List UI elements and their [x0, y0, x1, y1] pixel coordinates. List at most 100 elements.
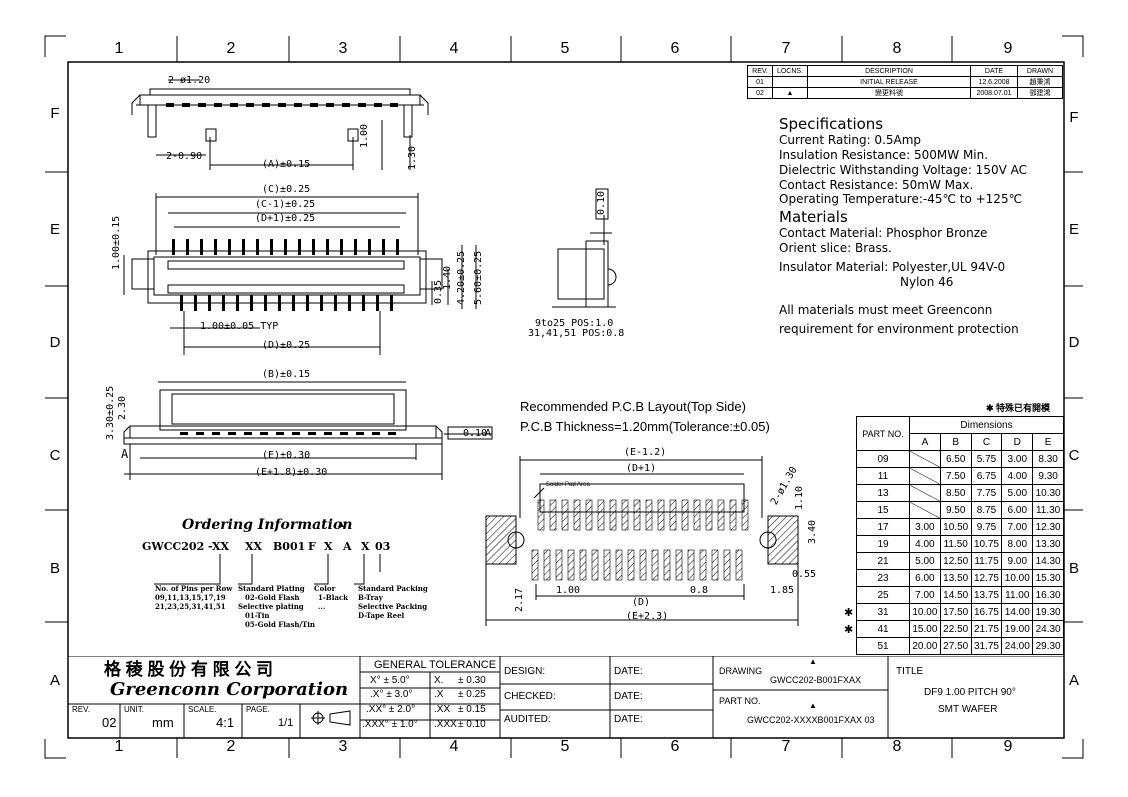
rev-cell: 02	[747, 87, 773, 99]
dim-b-cell: 11.50	[939, 535, 972, 553]
grid-col-8-bottom: 8	[892, 738, 902, 755]
dim-c-cell: 5.75	[970, 450, 1003, 468]
dim-c-cell: 12.75	[970, 569, 1003, 587]
grid-col-5-bottom: 5	[560, 738, 570, 755]
dim-e-cell: 12.30	[1032, 518, 1064, 536]
angle-tolerance: .XXX° ± 1.0°	[362, 719, 418, 730]
pcb-label: 1.10	[794, 485, 805, 510]
dim-a-cell: 20.00	[909, 637, 941, 655]
dim-e-cell: 29.30	[1032, 637, 1064, 655]
dim-b-cell: 6.50	[939, 450, 972, 468]
dim-e-cell: 19.30	[1032, 603, 1064, 621]
part-no-cell: 25	[856, 586, 910, 604]
dim-c-cell: 9.75	[970, 518, 1003, 536]
dim-e-cell: 8.30	[1032, 450, 1064, 468]
front-view-drawing	[123, 193, 477, 355]
environment-note: All materials must meet Greenconn	[779, 303, 993, 317]
dim-a-cell	[909, 484, 941, 502]
top-view-label: 1.30	[407, 145, 418, 170]
scale-label: SCALE.	[188, 705, 217, 714]
pcb-label: (E+2.3)	[626, 611, 669, 622]
part-no-cell: 31✱	[844, 603, 910, 621]
pcb-label: 1.85	[770, 585, 795, 596]
col-c-header: C	[970, 433, 1003, 451]
drawing-triangle-icon: ▲	[809, 657, 817, 666]
angle-tolerance: X° ± 5.0°	[370, 675, 410, 686]
bottom-view-label: (E)±0.30	[262, 450, 311, 461]
revision-row: 01 INITIAL RELEASE 12.6.2008 趙秉鴻	[747, 76, 1063, 88]
dim-c-cell: 31.75	[970, 637, 1003, 655]
dim-a-cell: 15.00	[909, 620, 941, 638]
design-label: DESIGN:	[504, 666, 546, 677]
rev-cell: 01	[747, 76, 773, 88]
spec-line: Operating Temperature:-45℃ to +125℃	[779, 192, 1023, 206]
part-no-cell: 15	[856, 501, 910, 519]
grid-row-a-right: A	[1068, 672, 1079, 689]
col-d-header: D	[1001, 433, 1034, 451]
ordering-title: Ordering Information	[182, 517, 353, 533]
dim-b-cell: 10.50	[939, 518, 972, 536]
col-e-header: E	[1032, 433, 1064, 451]
top-view-label: (A)±0.15	[262, 159, 311, 170]
grid-col-3: 3	[338, 40, 348, 57]
part-no-triangle-icon: ▲	[809, 701, 817, 710]
ordering-code-part: 03	[375, 540, 391, 553]
dim-e-cell: 15.30	[1032, 569, 1064, 587]
packing-option: Selective Packing	[358, 602, 428, 611]
pitch-note: 31,41,51 POS:0.8	[528, 328, 625, 339]
pcb-thickness: P.C.B Thickness=1.20mm(Tolerance:±0.05)	[520, 419, 770, 434]
special-tooling-note: ✱ 特殊已有開模	[986, 403, 1051, 413]
audited-date-label: DATE:	[614, 714, 643, 725]
packing-option: B-Tray	[358, 593, 383, 602]
pcb-label: 3.40	[807, 519, 818, 544]
dim-d-cell: 4.00	[1001, 467, 1034, 485]
dim-d-cell: 24.00	[1001, 637, 1034, 655]
linear-precision: .XXX	[434, 719, 457, 730]
bottom-view-label: 3.30±0.25	[105, 385, 116, 440]
part-no-header: PART NO.	[856, 416, 910, 451]
ordering-triangle-icon: ▲	[336, 519, 346, 530]
packing-option: D-Tape Reel	[358, 611, 405, 620]
dim-b-cell: 12.50	[939, 552, 972, 570]
part-no-label: PART NO.	[719, 696, 761, 706]
dim-b-cell: 22.50	[939, 620, 972, 638]
spec-line: Contact Resistance: 50mW Max.	[779, 178, 974, 192]
col-a-header: A	[909, 433, 941, 451]
drawing-title-line1: DF9 1.00 PITCH 90°	[924, 687, 1016, 698]
dim-d-cell: 3.00	[1001, 450, 1034, 468]
dim-d-cell: 19.00	[1001, 620, 1034, 638]
grid-row-e-right: E	[1068, 221, 1079, 238]
dim-c-cell: 21.75	[970, 620, 1003, 638]
grid-col-7-bottom: 7	[781, 738, 791, 755]
solder-pad-area-label: Solder Pad Area	[546, 482, 590, 488]
rev-col-header: REV.	[747, 65, 773, 77]
pcb-label: (D)	[632, 597, 651, 608]
dim-d-cell: 11.00	[1001, 586, 1034, 604]
description-cell: INITIAL RELEASE	[807, 76, 971, 88]
plating-option: 05-Gold Flash/Tin	[245, 620, 315, 629]
front-view-label: (C-1)±0.25	[255, 199, 316, 210]
dim-d-cell: 14.00	[1001, 603, 1034, 621]
front-view-label: 1.40	[442, 265, 453, 290]
dimensions-header: Dimensions	[909, 416, 1064, 434]
grid-col-2: 2	[226, 40, 236, 57]
angle-tolerance: .X° ± 3.0°	[370, 689, 413, 700]
ordering-code-part: XX	[245, 540, 263, 553]
date-cell: 12.6.2008	[970, 76, 1018, 88]
pins-title: No. of Pins per Row	[155, 584, 233, 593]
color-option: ...	[318, 602, 326, 611]
pcb-label: (E-1.2)	[624, 447, 667, 458]
date-cell: 2008.07.01	[970, 87, 1018, 99]
top-view-label: 1.00	[359, 123, 370, 148]
checked-date-label: DATE:	[614, 691, 643, 702]
dim-a-cell: 6.00	[909, 569, 941, 587]
bottom-view-drawing	[123, 381, 493, 480]
checked-label: CHECKED:	[504, 691, 556, 702]
plating-option: 01-Tin	[245, 611, 270, 620]
part-no-cell: 41✱	[844, 620, 910, 638]
top-view-drawing	[131, 79, 429, 170]
dim-e-cell: 14.30	[1032, 552, 1064, 570]
